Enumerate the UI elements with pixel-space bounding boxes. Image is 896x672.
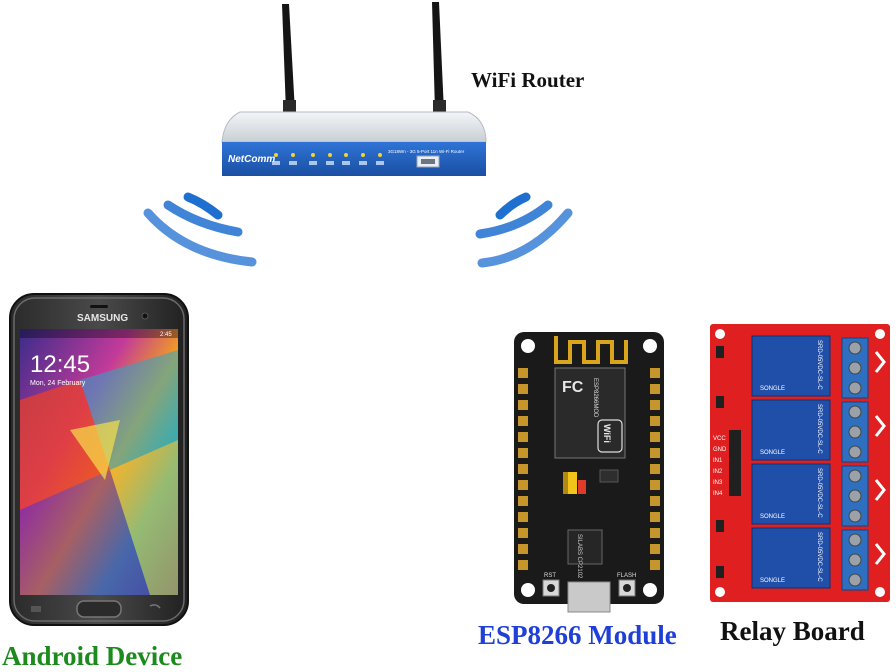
relay-pin-gnd: GND [713,447,727,453]
android-device-label: Android Device [2,641,183,671]
esp-micro-usb [567,581,611,613]
svg-text:SONGLE: SONGLE [760,514,785,520]
esp-fc-mark: FC [562,379,584,396]
relay-pin-in1: IN1 [713,458,723,464]
esp-pcb [514,332,664,604]
wifi-router-label: WiFi Router [471,68,585,92]
android-phone: SAMSUNG 2:45 12:45 Mon, 24 February [9,293,189,626]
wifi-router: NetComm 3G18Wn - 3G 5-Port 11n Wi-Fi Rou… [221,2,487,176]
esp8266-board: FC ESP8266MOD WiFi SILABS CP21 [514,332,664,613]
router-antenna-right [432,2,444,112]
esp-pin-header-right [650,368,660,570]
svg-text:SRD-05VDC-SL-C: SRD-05VDC-SL-C [816,532,822,582]
relay-pin-in2: IN2 [713,469,723,475]
relay-module-1: SRD-05VDC-SL-C SONGLE [751,335,831,397]
router-leds [274,153,382,157]
esp-module-name: ESP8266MOD [592,378,598,418]
esp-rst-label: RST [544,573,556,579]
relay-pin-vcc: VCC [713,436,726,442]
relay-pin-in4: IN4 [713,491,723,497]
svg-text:SONGLE: SONGLE [760,578,785,584]
esp-wifi-logo: WiFi [602,424,612,443]
router-model: 3G18Wn - 3G 5-Port 11n Wi-Fi Router [388,149,465,154]
esp-chip-label: SILABS CP2102 [576,534,582,579]
router-antenna-left [282,4,295,112]
svg-text:SRD-05VDC-SL-C: SRD-05VDC-SL-C [816,404,822,454]
esp-shield [554,367,626,459]
svg-text:SRD-05VDC-SL-C: SRD-05VDC-SL-C [816,340,822,390]
relay-module-4: SRD-05VDC-SL-C SONGLE [751,527,831,589]
esp-usb-chip [567,529,603,565]
phone-date: Mon, 24 February [30,380,86,387]
svg-text:SRD-05VDC-SL-C: SRD-05VDC-SL-C [816,468,822,518]
phone-brand: SAMSUNG [77,313,128,324]
esp8266-module-label: ESP8266 Module [478,620,677,650]
relay-input-pins [729,430,741,496]
esp-pin-header-left [518,368,528,570]
router-brand: NetComm [228,154,275,165]
relay-terminals [841,337,869,591]
wifi-waves-right [475,192,573,268]
relay-module-3: SRD-05VDC-SL-C SONGLE [751,463,831,525]
phone-status-time: 2:45 [160,332,172,338]
wifi-waves-left [143,192,257,267]
relay-board-label: Relay Board [720,616,865,646]
router-body [221,111,487,143]
phone-home-button [76,600,122,618]
relay-module-2: SRD-05VDC-SL-C SONGLE [751,399,831,461]
esp-flash-label: FLASH [617,573,636,579]
svg-text:SONGLE: SONGLE [760,386,785,392]
svg-text:SONGLE: SONGLE [760,450,785,456]
relay-board: VCC GND IN1 IN2 IN3 IN4 SRD-05VDC-SL-C S… [710,324,890,602]
router-front-panel [222,142,486,176]
relay-pin-in3: IN3 [713,480,723,486]
phone-clock: 12:45 [30,351,90,378]
esp-antenna-trace [554,336,628,364]
